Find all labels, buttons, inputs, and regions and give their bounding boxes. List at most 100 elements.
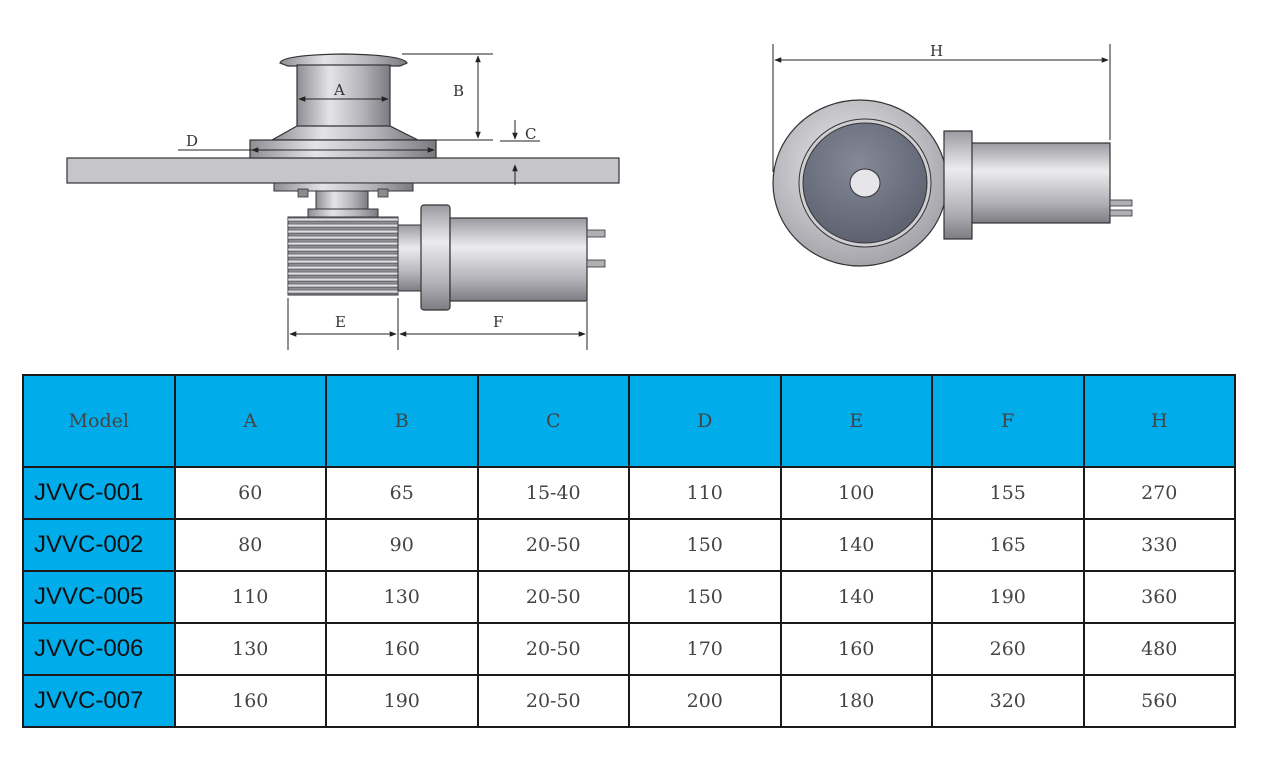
gearbox-fin (287, 289, 399, 294)
column-header-model: Model (22, 374, 176, 468)
top-terminal (1109, 209, 1133, 217)
top-motor-flange (943, 130, 973, 240)
column-header-h: H (1082, 374, 1236, 468)
gearbox-fin (287, 235, 399, 240)
value-cell-a: 130 (173, 622, 327, 676)
terminal (586, 259, 606, 268)
top-terminal (1109, 199, 1133, 207)
deck-plate (66, 157, 620, 184)
value-cell-d: 150 (628, 570, 782, 624)
side-view-dimensions (178, 53, 588, 350)
value-cell-e: 100 (779, 466, 933, 520)
dim-label-h: H (930, 42, 943, 60)
value-cell-a: 110 (173, 570, 327, 624)
gearbox-fin (287, 217, 399, 222)
column-header-c: C (476, 374, 630, 468)
model-cell: JVVC-006 (22, 622, 176, 676)
value-cell-e: 160 (779, 622, 933, 676)
dim-label-b: B (453, 82, 464, 100)
value-cell-h: 270 (1082, 466, 1236, 520)
value-cell-c: 20-50 (476, 518, 630, 572)
value-cell-e: 140 (779, 570, 933, 624)
gearbox-fin (287, 253, 399, 258)
value-cell-b: 190 (325, 674, 479, 728)
value-cell-f: 155 (931, 466, 1085, 520)
column-header-a: A (173, 374, 327, 468)
value-cell-a: 60 (173, 466, 327, 520)
under-deck-flange (273, 182, 414, 192)
value-cell-a: 160 (173, 674, 327, 728)
value-cell-h: 480 (1082, 622, 1236, 676)
gearbox-fin (287, 223, 399, 228)
gearbox (287, 216, 399, 296)
motor-neck (397, 224, 425, 292)
gearbox-fin (287, 229, 399, 234)
motor-body (449, 217, 588, 302)
dim-label-c: C (525, 125, 536, 143)
value-cell-h: 360 (1082, 570, 1236, 624)
gearbox-fin (287, 271, 399, 276)
bolt (297, 188, 309, 198)
model-cell: JVVC-001 (22, 466, 176, 520)
value-cell-f: 190 (931, 570, 1085, 624)
gearbox-fin (287, 283, 399, 288)
value-cell-f: 260 (931, 622, 1085, 676)
value-cell-b: 65 (325, 466, 479, 520)
value-cell-d: 110 (628, 466, 782, 520)
value-cell-b: 130 (325, 570, 479, 624)
top-motor-body (967, 142, 1111, 224)
gearbox-fin (287, 277, 399, 282)
value-cell-c: 20-50 (476, 622, 630, 676)
top-view-dimensions (772, 44, 1111, 172)
value-cell-e: 140 (779, 518, 933, 572)
deck-flange (249, 139, 437, 159)
value-cell-a: 80 (173, 518, 327, 572)
capstan-cap (279, 53, 408, 67)
value-cell-f: 320 (931, 674, 1085, 728)
column-header-e: E (779, 374, 933, 468)
value-cell-f: 165 (931, 518, 1085, 572)
capstan-base (269, 125, 419, 141)
model-cell: JVVC-005 (22, 570, 176, 624)
value-cell-e: 180 (779, 674, 933, 728)
dim-label-e: E (335, 313, 346, 331)
value-cell-c: 15-40 (476, 466, 630, 520)
value-cell-b: 160 (325, 622, 479, 676)
top-center-hole (849, 168, 881, 198)
side-view (66, 53, 620, 311)
terminal (586, 229, 606, 238)
column-header-d: D (628, 374, 782, 468)
value-cell-c: 20-50 (476, 674, 630, 728)
column-header-b: B (325, 374, 479, 468)
column-header-f: F (931, 374, 1085, 468)
dim-label-d: D (186, 132, 198, 150)
gearbox-fin (287, 259, 399, 264)
value-cell-d: 150 (628, 518, 782, 572)
value-cell-d: 200 (628, 674, 782, 728)
value-cell-h: 560 (1082, 674, 1236, 728)
shaft-collar (307, 208, 379, 218)
bolt (377, 188, 389, 198)
value-cell-h: 330 (1082, 518, 1236, 572)
top-view (772, 99, 1133, 267)
value-cell-c: 20-50 (476, 570, 630, 624)
model-cell: JVVC-002 (22, 518, 176, 572)
gearbox-fin (287, 265, 399, 270)
dim-label-f: F (493, 313, 503, 331)
value-cell-b: 90 (325, 518, 479, 572)
gearbox-fin (287, 241, 399, 246)
windlass-dimension-drawing: A B C D E F H (66, 42, 1133, 350)
shaft (315, 190, 369, 212)
value-cell-d: 170 (628, 622, 782, 676)
dim-label-a: A (333, 81, 345, 99)
motor-flange (420, 204, 451, 311)
model-cell: JVVC-007 (22, 674, 176, 728)
